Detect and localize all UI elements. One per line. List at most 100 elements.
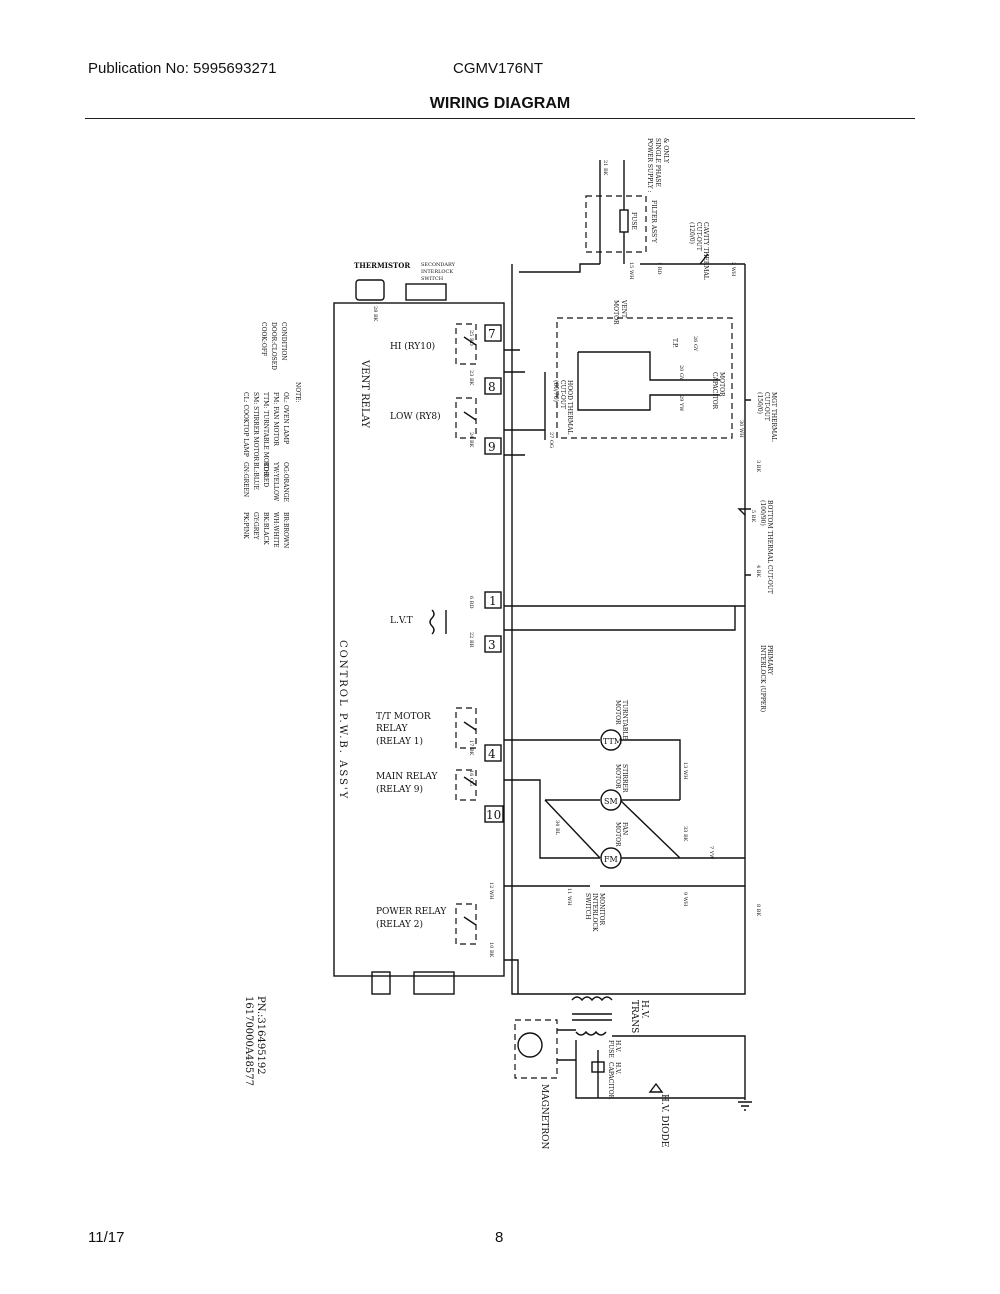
wire-34-bl: 34 BL <box>554 820 560 836</box>
tt-relay-line3: (RELAY 1) <box>376 736 423 747</box>
wire-11-wh: 11 WH <box>566 888 572 906</box>
turntable-motor-2: MOTOR <box>614 700 621 725</box>
power-supply-1: POWER SUPPLY : <box>646 138 653 193</box>
header-divider <box>85 118 915 119</box>
fuse-label: FUSE <box>630 212 637 230</box>
hv-fuse-capacitor-labels: H.V. FUSE H.V. CAPACITOR <box>607 1040 621 1100</box>
legend-color-10: PK:PINK <box>242 512 249 539</box>
condition-2: DOOR:CLOSED <box>270 322 277 370</box>
condition-1: CONDITION <box>280 322 287 360</box>
component-labels: POWER SUPPLY : SINGLE PHASE & ONLY FILTE… <box>552 138 777 932</box>
wire-33-bk: 33 BK <box>682 826 688 842</box>
wire-29-yw: 29 YW <box>678 395 684 412</box>
note-title: NOTE: <box>294 382 301 403</box>
footer-date: 11/17 <box>88 1229 125 1246</box>
wire-2-wh: 2 WH <box>730 262 736 277</box>
wire-12-wh: 12 WH <box>488 882 494 900</box>
wire-15-wh: 15 WH <box>628 262 634 280</box>
bottom-thermal-2: (100/90) <box>759 500 766 526</box>
wire-6-rd: 6 RD <box>468 596 474 609</box>
mgt-thermal-1: MGT THERMAL <box>770 392 777 441</box>
hv-diode-label: H.V. DIODE <box>659 1094 669 1147</box>
large-component-labels: H.V. TRANS MAGNETRON H.V. DIODE <box>539 1000 669 1150</box>
sm-symbol: SM <box>604 797 618 806</box>
bottom-thermal-1: BOTTOM THERMAL CUT-OUT <box>766 500 773 594</box>
wire-25-rd: 25 RD <box>468 330 474 346</box>
part-number-2: 16170000A48577 <box>243 996 254 1086</box>
pwb-connector-right <box>413 971 455 995</box>
power-supply-3: & ONLY <box>662 138 669 164</box>
legend-symbol-2: FM: FAN MOTOR <box>272 392 279 446</box>
low-relay-label: LOW (RY8) <box>390 411 441 422</box>
power-relay-line2: (RELAY 2) <box>376 919 423 930</box>
main-relay-line1: MAIN RELAY <box>376 772 438 782</box>
stirrer-motor-2: MOTOR <box>614 764 621 789</box>
legend-symbol-5: CL: COOKTOP LAMP <box>242 392 249 457</box>
hv-cap-1: H.V. <box>614 1062 621 1074</box>
page-title: WIRING DIAGRAM <box>429 95 571 112</box>
control-pwb-label: CONTROL P.W.B. ASS'Y <box>337 640 348 800</box>
wire-13-wh: 13 WH <box>682 762 688 780</box>
vent-motor-2: MOTOR <box>612 300 619 325</box>
legend-color-6: BR:BROWN <box>282 512 289 548</box>
stirrer-motor-1: STIRRER <box>621 764 628 793</box>
ttm-symbol: TTM <box>603 737 622 746</box>
hood-thermal-2: CUT-OUT <box>559 380 566 409</box>
secondary-interlock-line1: SECONDARY <box>421 262 456 268</box>
lvt-label: L.V.T <box>390 616 413 626</box>
legend-color-9: GY:GREY <box>252 512 259 541</box>
legend-symbol-3: TTM: TURNTABLE MOTOR <box>262 392 269 477</box>
turntable-motor-icon <box>600 729 622 751</box>
mgt-thermal-2: CUT-OUT <box>763 392 770 421</box>
tp-label: T.P. <box>671 338 678 348</box>
wire-28-bk: 28 BK <box>372 306 378 322</box>
legend-color-5: GN:GREEN <box>242 462 249 497</box>
wire-3-bk: 3 BK <box>755 460 761 472</box>
wire-9-wh: 9 WH <box>682 892 688 907</box>
tt-relay-line1: T/T MOTOR <box>376 712 431 722</box>
hv-fuse-1: H.V. <box>614 1040 621 1052</box>
fan-motor-icon <box>600 847 622 869</box>
monitor-switch-2: INTERLOCK <box>591 893 598 932</box>
wire-22-br: 22 BR <box>468 632 474 648</box>
fan-motor-1: FAN <box>621 822 628 835</box>
hv-cap-2: CAPACITOR <box>607 1062 614 1100</box>
vent-motor-1: VENT <box>620 299 627 318</box>
wire-24-bk: 24 BK <box>468 432 474 448</box>
page-number: 8 <box>495 1229 504 1246</box>
pwb-connector-left <box>371 971 391 995</box>
connector-8: 8 <box>488 380 496 394</box>
part-number-1: PN.:316495192 <box>255 996 266 1075</box>
wire-4-bk: 4 BK <box>755 565 761 577</box>
wire-7-yw: 7 YW <box>708 846 714 860</box>
connector-1: 1 <box>489 594 497 608</box>
cavity-thermal-3: (120/0) <box>688 222 695 244</box>
monitor-switch-3: SWITCH <box>584 893 591 919</box>
wire-17-bk: 17 BK <box>468 740 474 756</box>
wire-10-bk: 10 BK <box>488 942 494 958</box>
hv-fuse-2: FUSE <box>607 1040 614 1058</box>
legend-symbol-1: OL: OVEN LAMP <box>282 392 289 444</box>
power-supply-2: SINGLE PHASE <box>654 138 661 187</box>
connector-numbers: 7 8 9 1 3 4 10 <box>484 324 504 823</box>
magnetron-label: MAGNETRON <box>539 1084 549 1150</box>
wire-1-rd: 1 RD <box>656 262 662 275</box>
mgt-thermal-3: (150/0) <box>756 392 763 414</box>
condition-3: COOK:OFF <box>260 322 267 356</box>
cavity-thermal-2: CUT-OUT <box>695 222 702 251</box>
motors: TTM SM FM <box>600 729 622 869</box>
tt-relay-line2: RELAY <box>376 724 408 734</box>
vent-relay-label: VENT RELAY <box>359 359 370 428</box>
wire-21-bk: 21 BK <box>602 160 608 176</box>
hi-relay-label: HI (RY10) <box>390 341 435 352</box>
wire-26-gy: 26 GY <box>692 336 698 352</box>
thermistor-icon <box>355 279 385 301</box>
part-numbers: PN.:316495192 16170000A48577 <box>243 996 266 1086</box>
hv-trans-1: H.V. <box>639 1000 649 1019</box>
wire-27-og: 27 OG <box>548 432 554 448</box>
monitor-switch-1: MONITOR <box>598 893 605 926</box>
secondary-interlock-line3: SWITCH <box>421 276 444 282</box>
motor-capacitor-2: CAPACITOR <box>711 372 718 410</box>
model-number: CGMV176NT <box>453 60 544 77</box>
